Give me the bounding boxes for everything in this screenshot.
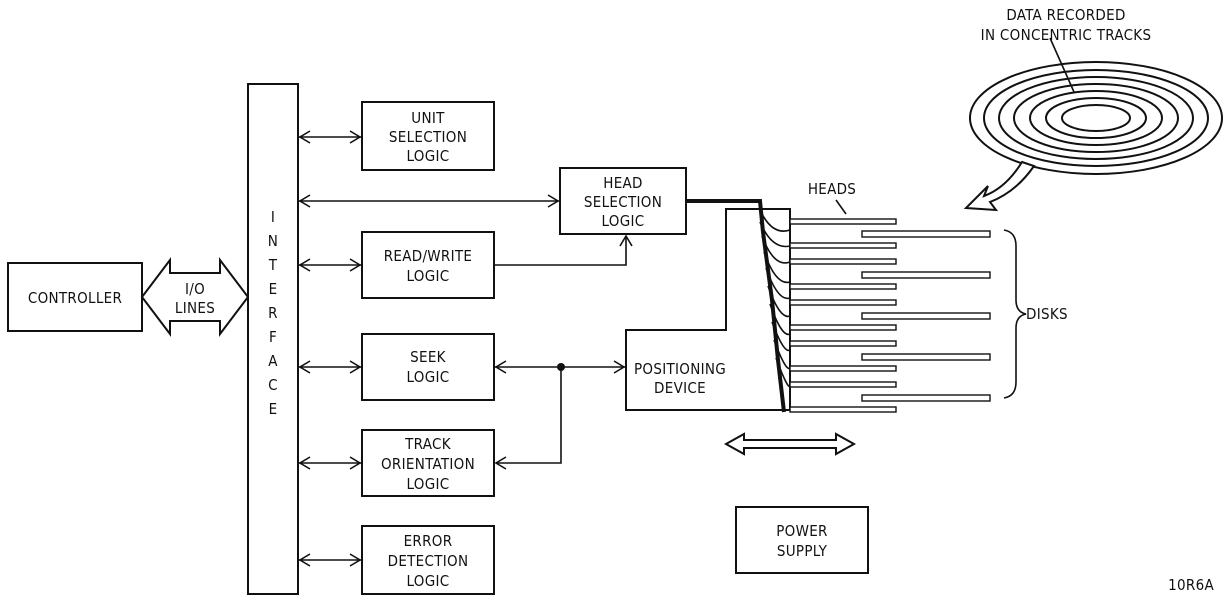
heads-label: HEADS — [808, 180, 856, 198]
controller-label: CONTROLLER — [28, 289, 122, 307]
block-text: SELECTION — [389, 128, 467, 146]
io-lines-label-1: I/O — [185, 280, 205, 298]
interface-letter: T — [268, 256, 278, 274]
block-text: READ/WRITE — [384, 247, 473, 265]
head-arms — [759, 209, 791, 388]
interface-connectors — [298, 130, 560, 567]
read-write-logic-block: READ/WRITE LOGIC — [361, 231, 495, 299]
data-recorded-line: DATA RECORDED — [1006, 6, 1125, 24]
track-orientation-logic-block: TRACK ORIENTATION LOGIC — [361, 429, 495, 497]
interface-letter: E — [269, 400, 278, 418]
block-text: LOGIC — [407, 475, 450, 493]
heads — [789, 218, 897, 413]
head-selection-logic-block: HEAD SELECTION LOGIC — [559, 167, 687, 235]
concentric-tracks-disk — [969, 37, 1223, 175]
interface-letter: R — [268, 304, 278, 322]
disk-platters — [861, 230, 991, 402]
block-text: TRACK — [404, 435, 452, 453]
power-supply-block: POWER SUPPLY — [735, 506, 869, 574]
heads-label-group: HEADS — [808, 180, 856, 215]
block-text: DETECTION — [388, 552, 469, 570]
block-text: LOGIC — [407, 572, 450, 590]
error-detection-logic-block: ERROR DETECTION LOGIC — [361, 525, 495, 595]
read-write-to-head-connector — [495, 234, 633, 266]
interface-letter: I — [271, 208, 275, 226]
disks-label: DISKS — [1026, 305, 1068, 323]
positioning-device: POSITIONING DEVICE — [625, 208, 791, 411]
seek-positioning-connector — [494, 360, 626, 470]
block-text: DEVICE — [654, 379, 706, 397]
data-recorded-line: IN CONCENTRIC TRACKS — [981, 26, 1152, 44]
io-lines-arrow: I/O LINES — [140, 257, 250, 337]
head-cable — [686, 199, 786, 413]
block-text: LOGIC — [407, 147, 450, 165]
block-text: ERROR — [404, 532, 453, 550]
io-lines-label-2: LINES — [175, 299, 215, 317]
controller-block: CONTROLLER — [7, 262, 143, 332]
disks-brace: DISKS — [1003, 229, 1068, 399]
block-text: POSITIONING — [634, 360, 726, 378]
figure-id: 10R6A — [1168, 576, 1214, 594]
unit-selection-logic-block: UNIT SELECTION LOGIC — [361, 101, 495, 171]
block-text: SEEK — [410, 348, 447, 366]
block-text: LOGIC — [407, 368, 450, 386]
block-text: HEAD — [603, 174, 643, 192]
movement-arrow — [723, 432, 857, 456]
block-text: UNIT — [411, 109, 445, 127]
interface-letter: F — [269, 328, 277, 346]
interface-letter: C — [268, 376, 278, 394]
block-text: SELECTION — [584, 193, 662, 211]
interface-bar: I N T E R F A C E — [247, 83, 299, 595]
block-text: LOGIC — [407, 267, 450, 285]
block-text: ORIENTATION — [381, 455, 475, 473]
seek-logic-block: SEEK LOGIC — [361, 333, 495, 401]
interface-letter: N — [268, 232, 278, 250]
interface-letter: E — [269, 280, 278, 298]
block-text: LOGIC — [602, 212, 645, 230]
block-text: POWER — [776, 522, 828, 540]
interface-letter: A — [268, 352, 278, 370]
data-recorded-label: DATA RECORDED IN CONCENTRIC TRACKS — [981, 6, 1152, 44]
curved-arrow — [963, 160, 1036, 212]
block-text: SUPPLY — [777, 542, 828, 560]
